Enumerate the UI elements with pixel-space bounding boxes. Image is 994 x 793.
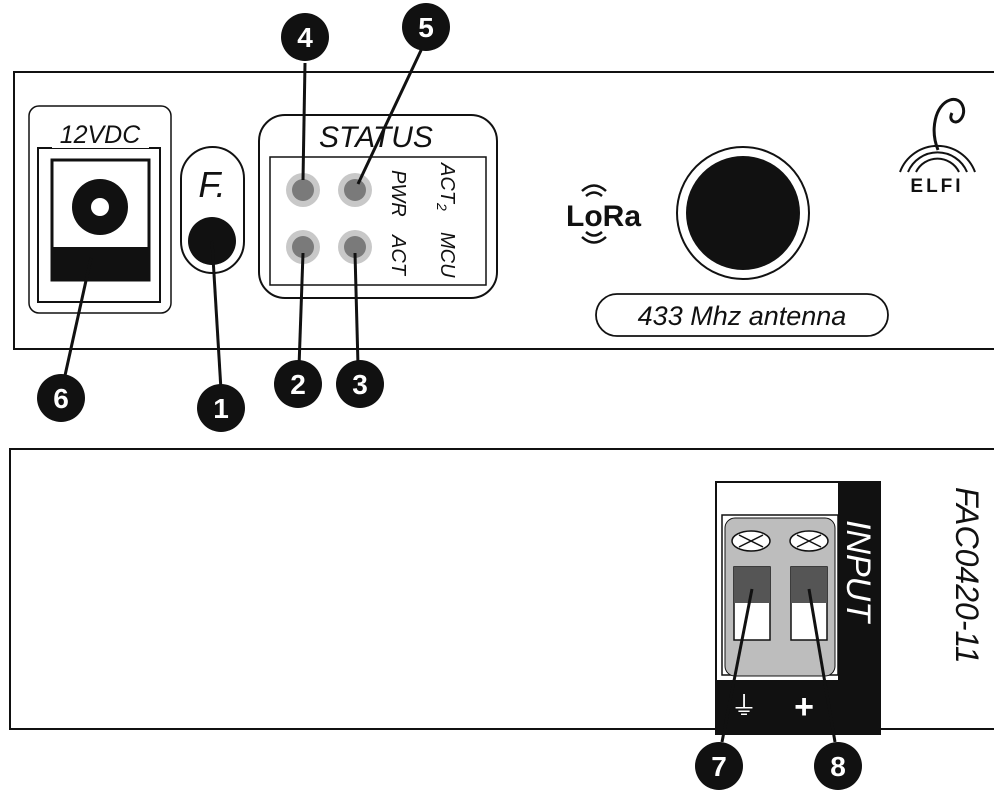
callout-2-text: 2 [290, 369, 306, 400]
led-2 [286, 230, 320, 264]
led-3 [338, 230, 372, 264]
power-jack: 12VDC [28, 105, 172, 314]
callout-8: 8 [814, 742, 862, 790]
callout-5: 5 [402, 3, 450, 51]
led-4 [286, 173, 320, 207]
callout-5-text: 5 [418, 12, 434, 43]
antenna-label: 433 Mhz antenna [638, 301, 847, 331]
bird-icon [932, 97, 966, 151]
led-label-mcu: MCU [436, 232, 458, 278]
led-label-act: ACT [387, 234, 409, 277]
callout-2: 2 [274, 360, 322, 408]
ground-symbol: ⏚ [731, 692, 757, 722]
led-label-act2-sub: 2 [434, 202, 450, 211]
leader-lines [62, 43, 837, 743]
terminal-block: INPUT ⏚ + [715, 481, 881, 735]
callout-3-text: 3 [352, 369, 368, 400]
status-led-group: STATUS PWR ACT ACT2 MCU [258, 114, 498, 299]
lora-logo: LoRa [566, 184, 641, 244]
callout-6: 6 [37, 374, 85, 422]
callout-7-text: 7 [711, 751, 727, 782]
callout-7: 7 [695, 742, 743, 790]
callout-1-text: 1 [213, 393, 229, 424]
function-button-label: F. [198, 164, 225, 205]
callout-3: 3 [336, 360, 384, 408]
led-label-act2: ACT2 [434, 162, 458, 211]
callout-4: 4 [281, 13, 329, 61]
plus-symbol: + [794, 688, 814, 726]
front-panel [13, 71, 994, 350]
callout-1: 1 [197, 384, 245, 432]
antenna-label-box: 433 Mhz antenna [595, 293, 889, 337]
input-label: INPUT [839, 520, 877, 624]
rear-panel [9, 448, 994, 730]
callout-8-text: 8 [830, 751, 846, 782]
led-label-pwr: PWR [387, 170, 409, 217]
antenna-connector [676, 146, 810, 280]
elfi-logo: ELFI [899, 97, 976, 197]
wireless-icon [581, 184, 607, 244]
lora-logo-text: LoRa [566, 200, 641, 233]
elfi-logo-text: ELFI [910, 176, 963, 197]
callout-4-text: 4 [297, 22, 313, 53]
led-5 [338, 173, 372, 207]
model-label: FAC0420-11 [949, 487, 985, 664]
callout-6-text: 6 [53, 383, 69, 414]
function-button: F. [180, 146, 245, 274]
led-label-act2-main: ACT [436, 162, 458, 205]
power-label: 12VDC [60, 121, 142, 149]
